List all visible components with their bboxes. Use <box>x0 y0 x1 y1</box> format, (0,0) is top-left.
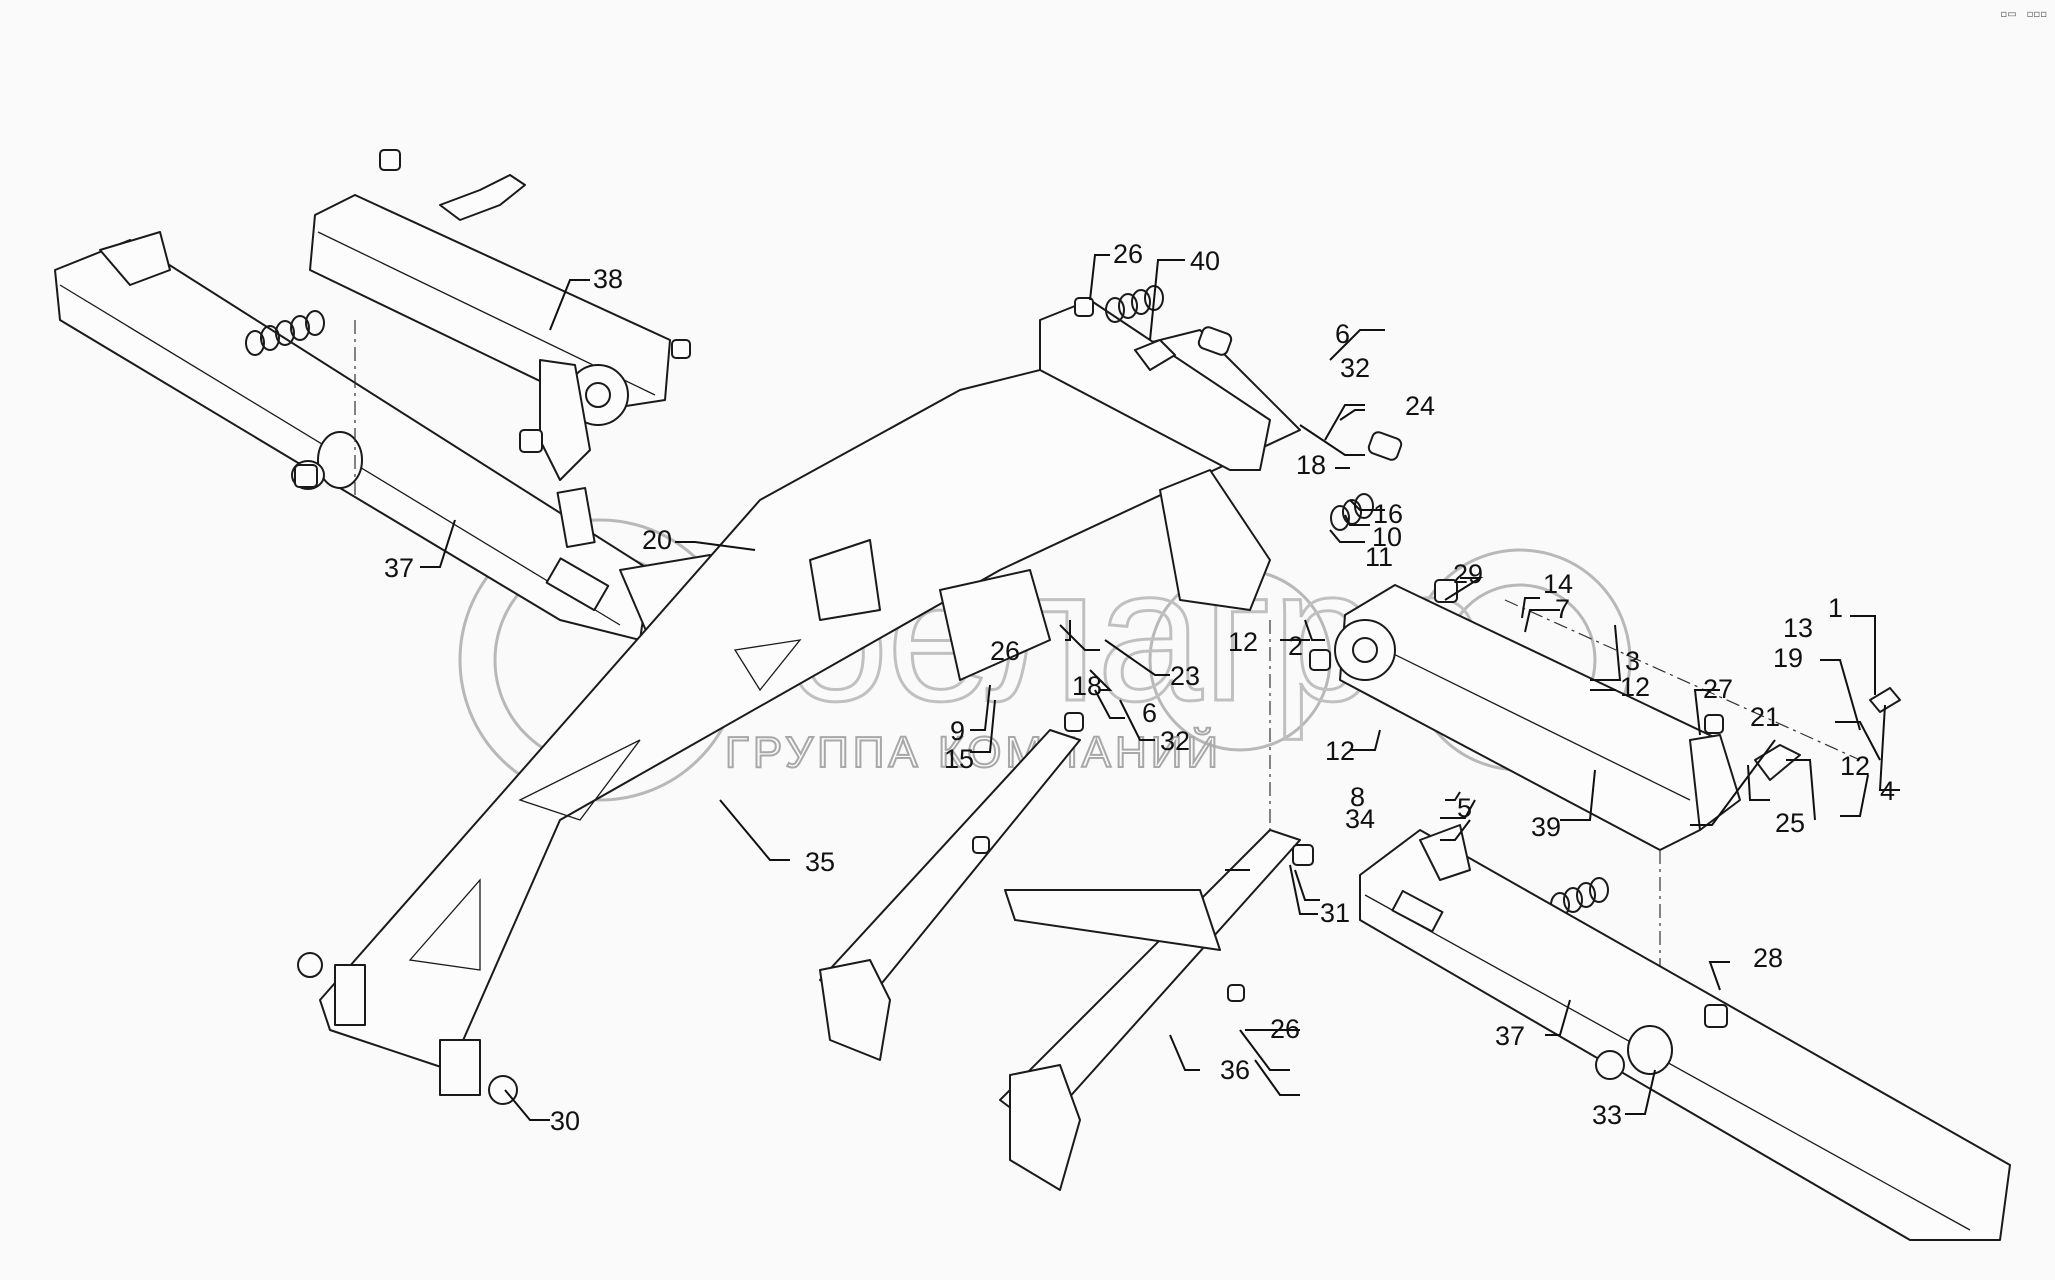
callout-30: 30 <box>550 1106 580 1136</box>
callouts: 1 2 3 4 5 6 6 7 8 9 10 11 12 12 12 12 13… <box>384 239 1895 1136</box>
callout-27: 27 <box>1703 674 1733 704</box>
callout-14: 14 <box>1543 569 1573 599</box>
part-37-right-beam <box>1359 824 2011 1241</box>
callout-16: 16 <box>1373 499 1403 529</box>
callout-6-lower: 6 <box>1142 698 1157 728</box>
callout-26-bottom: 26 <box>1270 1014 1300 1044</box>
callout-10: 10 <box>1372 522 1402 552</box>
callout-28: 28 <box>1753 943 1783 973</box>
callout-12-center: 12 <box>1228 627 1258 657</box>
part-38-upper-beam <box>245 149 691 549</box>
callout-38: 38 <box>593 264 623 294</box>
callout-35: 35 <box>805 847 835 877</box>
part-35-main-frame <box>297 299 1301 1105</box>
more-icon[interactable]: ▫▫▫ <box>2026 9 2047 20</box>
callout-23: 23 <box>1170 661 1200 691</box>
spring-rings <box>245 310 325 356</box>
callout-26-top: 26 <box>1113 239 1143 269</box>
leader-lines <box>420 254 1900 1121</box>
callout-7: 7 <box>1555 594 1570 624</box>
part-40-bracket <box>1074 285 1403 531</box>
callout-8: 8 <box>1350 782 1365 812</box>
callout-12-right: 12 <box>1620 672 1650 702</box>
callout-39: 39 <box>1531 812 1561 842</box>
callout-11: 11 <box>1365 542 1393 572</box>
callout-5: 5 <box>1457 793 1472 823</box>
part-39-right-beam <box>1309 579 1901 1000</box>
callout-12-pin: 12 <box>1840 751 1870 781</box>
callout-9: 9 <box>950 716 965 746</box>
callout-37-left: 37 <box>384 553 414 583</box>
callout-15: 15 <box>944 744 974 774</box>
callout-33: 33 <box>1592 1100 1622 1130</box>
callout-3: 3 <box>1625 646 1640 676</box>
callout-25: 25 <box>1775 808 1805 838</box>
callout-40: 40 <box>1190 246 1220 276</box>
callout-24: 24 <box>1405 391 1435 421</box>
corner-toolbar: ▫▭ ▫▫▫ <box>2000 10 2047 20</box>
callout-29: 29 <box>1453 559 1483 589</box>
callout-2: 2 <box>1288 631 1303 661</box>
callout-31: 31 <box>1320 898 1350 928</box>
callout-18-lower: 18 <box>1072 671 1102 701</box>
callout-13: 13 <box>1783 613 1813 643</box>
callout-34: 34 <box>1345 804 1375 834</box>
callout-20: 20 <box>642 525 672 555</box>
callout-37-right: 37 <box>1495 1021 1525 1051</box>
callout-32-lower: 32 <box>1160 726 1190 756</box>
callout-1: 1 <box>1828 593 1843 623</box>
part-36-lower-frame <box>819 712 1314 1191</box>
callout-36: 36 <box>1220 1055 1250 1085</box>
callout-18-upper: 18 <box>1296 450 1326 480</box>
callout-6-upper: 6 <box>1335 319 1350 349</box>
callout-12-bracket: 12 <box>1325 736 1355 766</box>
callout-19: 19 <box>1773 643 1803 673</box>
callout-26-mid: 26 <box>990 636 1020 666</box>
callout-21: 21 <box>1750 702 1780 732</box>
callout-4: 4 <box>1880 776 1895 806</box>
callout-32-upper: 32 <box>1340 353 1370 383</box>
window-icon[interactable]: ▫▭ <box>2000 9 2017 20</box>
